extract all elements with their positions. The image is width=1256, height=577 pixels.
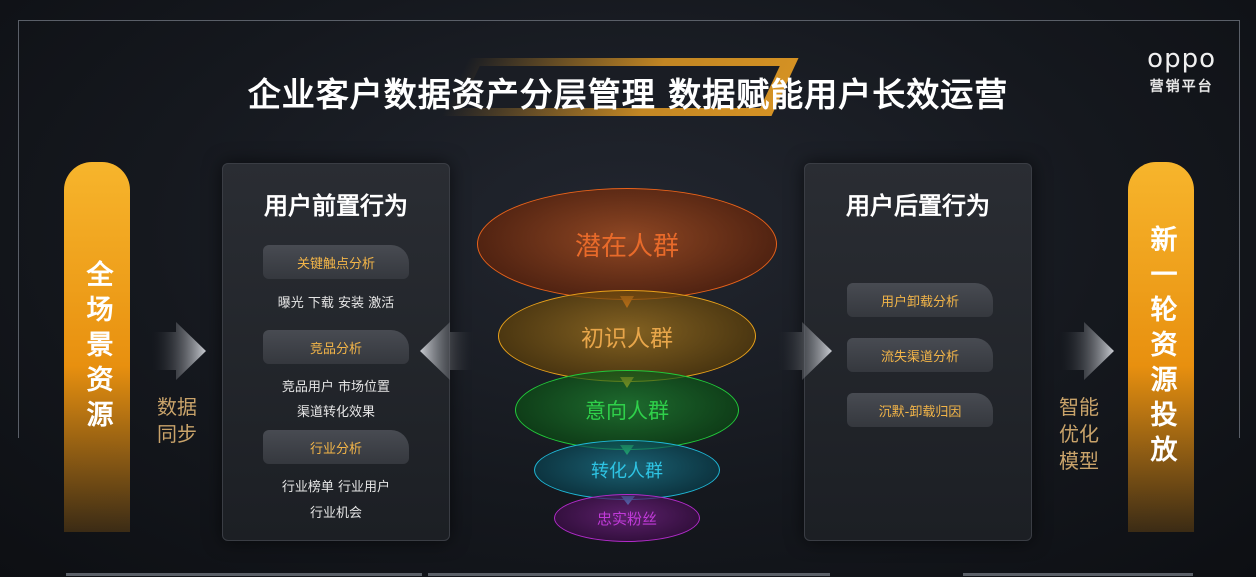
tag-industry: 行业分析 — [263, 430, 409, 464]
tag-competitor: 竞品分析 — [263, 330, 409, 364]
right-pillar-text: 新一轮资源投放 — [1145, 224, 1177, 470]
right-side-label-line3: 模型 — [1059, 449, 1099, 473]
funnel-layer-intent: 意向人群 — [515, 370, 739, 450]
tag-uninstall: 用户卸载分析 — [847, 283, 993, 317]
detail-competitor-1: 竞品用户 市场位置 — [281, 380, 391, 395]
pre-panel-title: 用户前置行为 — [264, 192, 408, 220]
bottom-line-left — [66, 573, 422, 576]
left-pillar: 全场景资源 — [64, 162, 130, 532]
funnel-label-potential: 潜在人群 — [574, 231, 679, 262]
brand-subtitle: 营销平台 — [1149, 79, 1214, 95]
pre-behavior-panel: 用户前置行为 关键触点分析 曝光 下载 安装 激活 竞品分析 竞品用户 市场位置… — [222, 163, 450, 541]
funnel-layer-potential: 潜在人群 — [477, 188, 777, 300]
left-funnel-arrow-icon — [420, 322, 474, 380]
funnel-label-loyal: 忠实粉丝 — [596, 509, 657, 528]
left-side-label: 数据 同步 — [150, 394, 204, 448]
brand-logo: oppo — [1147, 44, 1216, 74]
tag-churn-channel: 流失渠道分析 — [847, 338, 993, 372]
tag-key-touchpoint: 关键触点分析 — [263, 245, 409, 279]
detail-industry-1: 行业榜单 行业用户 — [281, 480, 391, 495]
funnel-label-intent: 意向人群 — [585, 399, 669, 423]
detail-competitor-2: 渠道转化效果 — [296, 405, 375, 420]
funnel-label-converted: 转化人群 — [591, 461, 663, 482]
bottom-line-middle — [428, 573, 830, 576]
post-behavior-panel: 用户后置行为 用户卸载分析 流失渠道分析 沉默-卸载归因 — [804, 163, 1032, 541]
page-title: 企业客户数据资产分层管理 数据赋能用户长效运营 — [247, 75, 1009, 114]
left-pillar-text: 全场景资源 — [81, 259, 113, 435]
right-funnel-arrow-icon — [778, 322, 832, 380]
frame-line-left — [18, 20, 19, 438]
funnel-layer-initial: 初识人群 — [498, 290, 756, 382]
brand: oppo 营销平台 — [1147, 44, 1216, 96]
right-small-arrow-icon — [1060, 322, 1114, 380]
left-side-label-line2: 同步 — [157, 422, 197, 446]
funnel-label-initial: 初识人群 — [581, 326, 673, 352]
left-side-label-line1: 数据 — [157, 395, 197, 419]
tag-silent-uninstall: 沉默-卸载归因 — [847, 393, 993, 427]
bottom-line-right — [963, 573, 1193, 576]
frame-line-right — [1239, 20, 1240, 438]
right-pillar: 新一轮资源投放 — [1128, 162, 1194, 532]
post-panel-title: 用户后置行为 — [846, 192, 990, 220]
right-side-label: 智能 优化 模型 — [1052, 394, 1106, 475]
left-small-arrow-icon — [152, 322, 206, 380]
right-side-label-line2: 优化 — [1059, 422, 1099, 446]
frame-line-top — [18, 20, 1240, 21]
detail-key-touchpoint: 曝光 下载 安装 激活 — [277, 296, 395, 311]
funnel-layer-converted: 转化人群 — [534, 440, 720, 500]
right-side-label-line1: 智能 — [1059, 395, 1099, 419]
detail-industry-2: 行业机会 — [309, 506, 362, 521]
funnel-layer-loyal: 忠实粉丝 — [554, 494, 700, 542]
